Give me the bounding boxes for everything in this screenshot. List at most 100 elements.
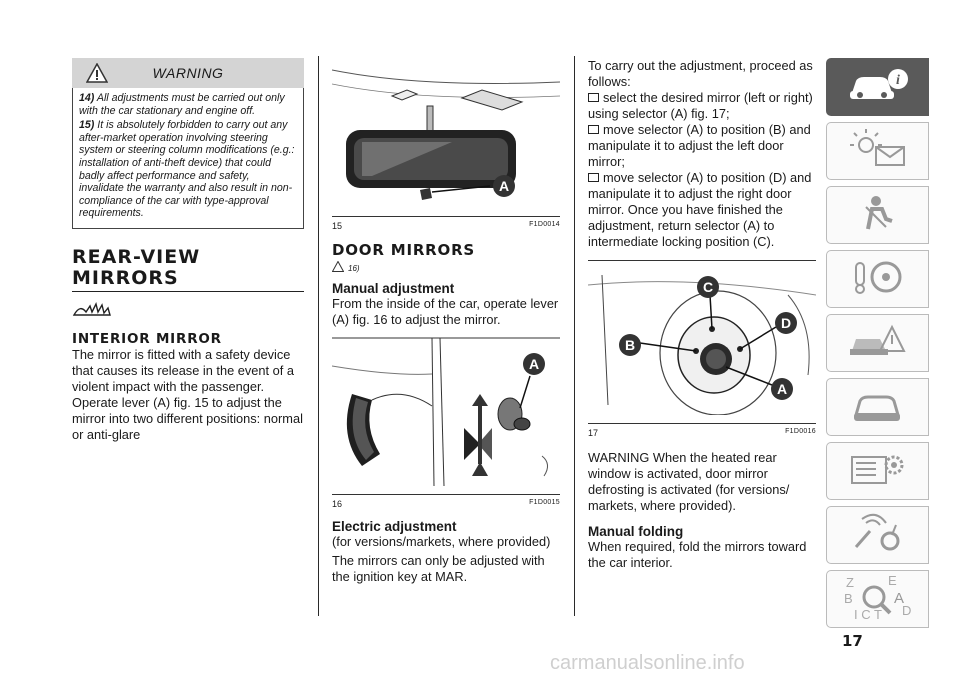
callout-a (493, 175, 515, 197)
callout-c (697, 276, 719, 298)
mirror-selector-illustration: C B D A (587, 274, 817, 416)
car-info-icon: i (846, 65, 910, 110)
tab-safety[interactable] (826, 186, 929, 244)
step-text: move selector (A) to position (B) and ma… (588, 122, 811, 169)
checkbox-bullet-icon (588, 125, 599, 134)
lights-warning-icon (846, 128, 910, 174)
tab-lights-warnings[interactable] (826, 122, 929, 180)
warning-item-number: 15) (79, 119, 95, 132)
electric-adjustment-note: (for versions/markets, where provided) (332, 534, 551, 549)
svg-text:A: A (777, 381, 787, 397)
callout-b (619, 334, 641, 356)
steps-intro: To carry out the adjustment, proceed as … (588, 58, 813, 89)
heated-window-note: WARNING When the heated rear window is a… (588, 450, 816, 514)
reference-row: 16) (331, 259, 560, 277)
figure-15: A 15 F1D0014 (331, 58, 561, 231)
step-item: move selector (A) to position (B) and ma… (588, 122, 816, 170)
tab-index[interactable]: Z E B A D I C T (826, 570, 929, 628)
figure-code: F1D0016 (785, 428, 816, 435)
index-icon: Z E B A D I C T (838, 573, 918, 626)
tab-starting-driving[interactable] (826, 250, 929, 308)
electric-adjustment-title: Electric adjustment (332, 519, 457, 534)
manual-adjustment-body: From the inside of the car, operate leve… (332, 296, 559, 327)
multimedia-icon (846, 513, 910, 558)
left-column: WARNING 14) All adjustments must be carr… (72, 58, 304, 443)
svg-text:i: i (896, 73, 900, 88)
svg-text:B: B (844, 591, 853, 606)
watermark: carmanualsonline.info (550, 652, 745, 674)
hands-icon (72, 300, 304, 323)
warning-body: 14) All adjustments must be carried out … (72, 88, 304, 229)
section-title-line-2: MIRRORS (72, 266, 179, 289)
section-title: REAR-VIEW MIRRORS (72, 245, 304, 289)
svg-text:A: A (499, 178, 509, 194)
door-mirrors-title: DOOR MIRRORS (332, 241, 476, 259)
figure-caption: 16 F1D0015 (332, 494, 560, 509)
checkbox-bullet-icon (588, 93, 599, 102)
heated-window-text: WARNING When the heated rear window is a… (588, 450, 790, 513)
callout-d (775, 312, 797, 334)
svg-text:A: A (894, 590, 904, 607)
warning-item-text: It is absolutely forbidden to carry out … (79, 119, 295, 220)
manual-folding-text: When required, fold the mirrors toward t… (588, 539, 816, 571)
warning-triangle-icon (331, 259, 345, 277)
reference-number: 16) (348, 263, 360, 273)
callout-a (523, 353, 545, 375)
manual-folding-body: When required, fold the mirrors toward t… (588, 539, 807, 570)
figure-17: C B D A 17 F1D0016 (587, 260, 817, 438)
figure-number: 15 (332, 221, 343, 231)
middle-column: A 15 F1D0014 DOOR MIRRORS 16) Manual adj… (331, 58, 561, 585)
warning-triangle-icon (85, 62, 109, 88)
tab-maintenance[interactable] (826, 378, 929, 436)
starting-driving-icon (846, 257, 910, 302)
warning-box: WARNING 14) All adjustments must be carr… (72, 58, 304, 229)
warning-title: WARNING (152, 65, 224, 81)
warning-item: 15) It is absolutely forbidden to carry … (79, 119, 297, 220)
tab-multimedia[interactable] (826, 506, 929, 564)
svg-text:D: D (781, 315, 791, 331)
checkbox-bullet-icon (588, 173, 599, 182)
figure-number: 16 (332, 499, 343, 509)
figure-16: A 16 F1D0015 (331, 336, 560, 509)
step-text: select the desired mirror (left or right… (588, 90, 813, 121)
figure-code: F1D0015 (529, 499, 560, 506)
interior-mirror-title: INTERIOR MIRROR (72, 330, 222, 347)
svg-text:C: C (703, 279, 713, 295)
svg-text:D: D (902, 603, 911, 618)
svg-text:Z: Z (846, 575, 854, 590)
svg-text:A: A (529, 356, 539, 372)
manual-adjustment-text: From the inside of the car, operate leve… (332, 296, 560, 328)
step-item: select the desired mirror (left or right… (588, 90, 816, 122)
svg-text:B: B (625, 337, 635, 353)
figure-caption: 17 F1D0016 (588, 423, 816, 438)
warning-item-text: All adjustments must be carried out only… (79, 92, 285, 117)
electric-adjustment-body: The mirrors can only be adjusted with th… (332, 553, 545, 584)
tab-emergency[interactable] (826, 314, 929, 372)
column-divider (574, 56, 575, 616)
svg-text:I C T: I C T (854, 607, 882, 621)
emergency-icon (846, 321, 910, 366)
step-text: move selector (A) to position (D) and ma… (588, 170, 812, 249)
rear-view-mirror-illustration: A (331, 69, 561, 200)
door-mirror-lever-illustration: A (331, 337, 560, 487)
adjustment-steps: To carry out the adjustment, proceed as … (588, 58, 816, 250)
manual-adjustment-title: Manual adjustment (332, 281, 455, 296)
page-number: 17 (842, 632, 863, 650)
manual-folding-title: Manual folding (588, 524, 684, 539)
figure-caption: 15 F1D0014 (332, 216, 560, 231)
tab-technical-data[interactable] (826, 442, 929, 500)
figure-code: F1D0014 (529, 221, 560, 228)
callout-a (771, 378, 793, 400)
warning-item-number: 14) (79, 92, 95, 104)
chapter-sidebar: i Z (826, 58, 929, 634)
airbag-safety-icon (846, 193, 910, 238)
divider (72, 290, 304, 292)
tab-car-info[interactable]: i (826, 58, 929, 116)
column-divider (318, 56, 319, 616)
technical-data-icon (846, 449, 910, 494)
electric-adjustment-text: (for versions/markets, where provided) T… (332, 534, 560, 585)
figure-number: 17 (588, 428, 599, 438)
svg-text:E: E (888, 573, 897, 588)
step-item: move selector (A) to position (D) and ma… (588, 170, 816, 250)
section-title-line-1: REAR-VIEW (72, 245, 201, 268)
